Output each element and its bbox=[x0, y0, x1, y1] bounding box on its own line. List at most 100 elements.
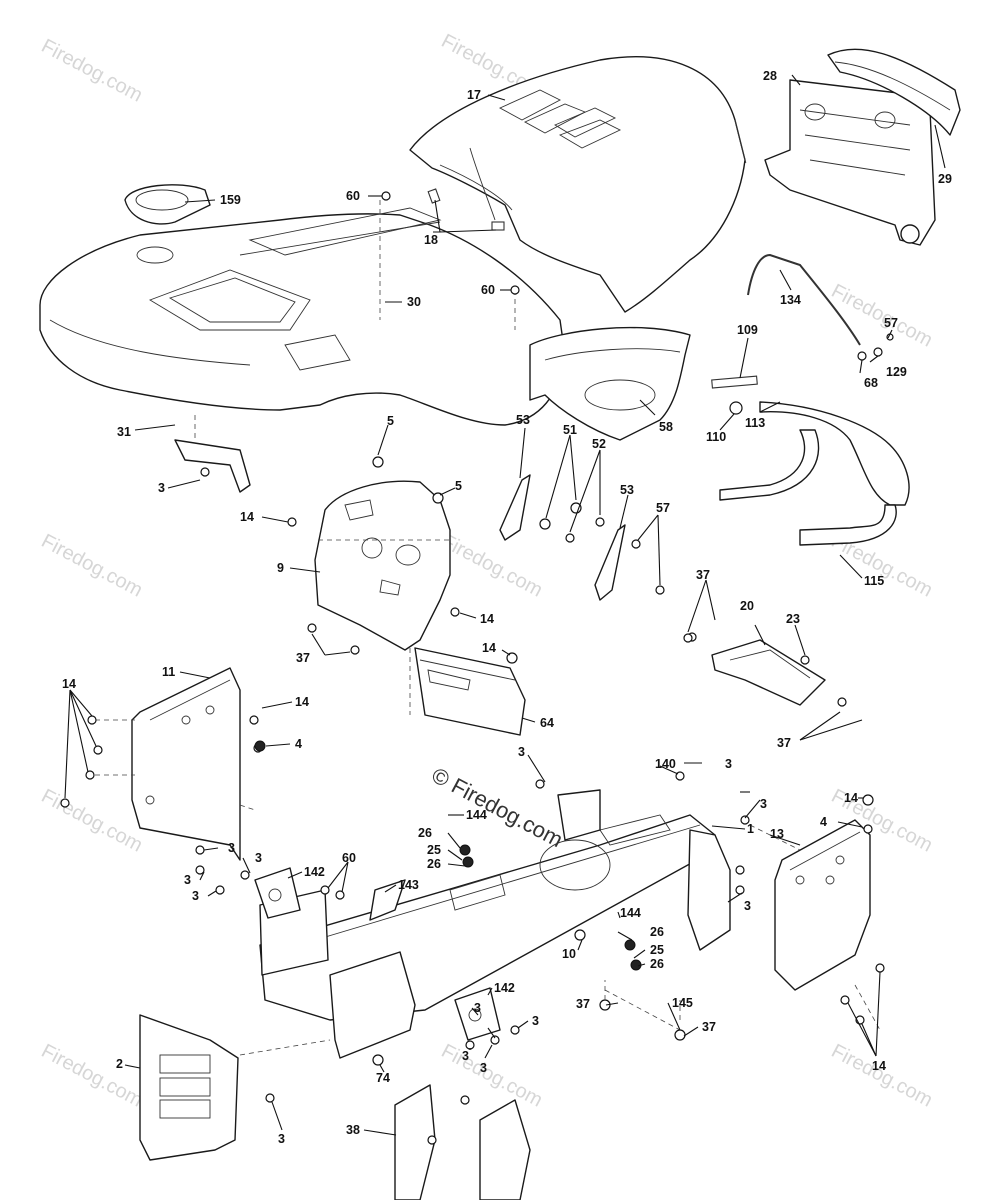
callout-label: 64 bbox=[540, 716, 554, 730]
leader-lines bbox=[64, 74, 946, 1136]
callout-label: 26 bbox=[650, 957, 664, 971]
part-bracket-143 bbox=[369, 879, 406, 921]
callout-label: 3 bbox=[278, 1132, 285, 1146]
callout-label: 10 bbox=[562, 947, 576, 961]
callout-label: 109 bbox=[737, 323, 758, 337]
callout-label: 30 bbox=[407, 295, 421, 309]
watermark-text: Firedog.com bbox=[438, 530, 546, 602]
callout-label: 3 bbox=[184, 873, 191, 887]
callout-label: 74 bbox=[376, 1071, 390, 1085]
part-bumper bbox=[827, 48, 961, 136]
callout-label: 38 bbox=[346, 1123, 360, 1137]
watermark-text: Firedog.com bbox=[38, 785, 146, 857]
callout-label: 3 bbox=[228, 841, 235, 855]
callout-label: 18 bbox=[424, 233, 438, 247]
callout-label: 60 bbox=[481, 283, 495, 297]
callout-label: 37 bbox=[777, 736, 791, 750]
callout-label: 23 bbox=[786, 612, 800, 626]
callout-label: 13 bbox=[770, 827, 784, 841]
callout-label: 3 bbox=[474, 1001, 481, 1015]
callout-label: 14 bbox=[844, 791, 858, 805]
callout-label: 52 bbox=[592, 437, 606, 451]
callout-label: 57 bbox=[884, 316, 898, 330]
watermark-text: Firedog.com bbox=[828, 280, 936, 352]
part-side-panel-13 bbox=[774, 794, 881, 1031]
callout-label: 129 bbox=[886, 365, 907, 379]
callout-label: 145 bbox=[672, 996, 693, 1010]
callout-label: 134 bbox=[780, 293, 801, 307]
callout-label: 5 bbox=[455, 479, 462, 493]
callout-label: 14 bbox=[872, 1059, 886, 1073]
callout-label: 3 bbox=[532, 1014, 539, 1028]
part-grille bbox=[764, 79, 936, 246]
part-handle-bar bbox=[711, 375, 910, 546]
callout-label: 4 bbox=[820, 815, 827, 829]
callout-label: 3 bbox=[480, 1061, 487, 1075]
callout-label: 3 bbox=[255, 851, 262, 865]
callout-label: 26 bbox=[650, 925, 664, 939]
callout-label: 115 bbox=[864, 574, 884, 588]
part-hood bbox=[409, 56, 747, 313]
callout-label: 110 bbox=[706, 430, 726, 444]
callout-label: 60 bbox=[342, 851, 356, 865]
callout-label: 3 bbox=[744, 899, 751, 913]
callout-label: 26 bbox=[427, 857, 441, 871]
callout-label: 60 bbox=[346, 189, 360, 203]
callout-label: 159 bbox=[220, 193, 241, 207]
callout-label: 5 bbox=[387, 414, 394, 428]
callout-label: 51 bbox=[563, 423, 577, 437]
callout-label: 142 bbox=[494, 981, 515, 995]
callout-label: 37 bbox=[696, 568, 710, 582]
callout-label: 68 bbox=[864, 376, 878, 390]
callout-label: 25 bbox=[427, 843, 441, 857]
part-support-64 bbox=[409, 647, 526, 736]
callout-label: 31 bbox=[117, 425, 131, 439]
callout-label: 58 bbox=[659, 420, 673, 434]
callout-label: 142 bbox=[304, 865, 325, 879]
watermark-text: Firedog.com bbox=[38, 530, 146, 602]
part-fender-deck bbox=[39, 200, 566, 426]
part-dash-panel bbox=[314, 456, 451, 651]
callout-label: 3 bbox=[518, 745, 525, 759]
callout-label: 1 bbox=[747, 822, 754, 836]
callout-label: 143 bbox=[398, 878, 419, 892]
callout-label: 25 bbox=[650, 943, 664, 957]
callout-label: 57 bbox=[656, 501, 670, 515]
callout-label: 37 bbox=[576, 997, 590, 1011]
callout-label: 3 bbox=[462, 1049, 469, 1063]
part-cupholder bbox=[124, 184, 211, 225]
callout-label: 37 bbox=[702, 1020, 716, 1034]
callout-label: 3 bbox=[158, 481, 165, 495]
callout-label: 28 bbox=[763, 69, 777, 83]
part-bracket-38 bbox=[394, 1084, 531, 1200]
part-frame bbox=[259, 789, 731, 1059]
watermark-text: Firedog.com bbox=[38, 1040, 146, 1112]
part-rod bbox=[747, 253, 894, 361]
callout-label: 3 bbox=[725, 757, 732, 771]
callout-label: 14 bbox=[482, 641, 496, 655]
callout-label: 14 bbox=[240, 510, 254, 524]
part-plate-20 bbox=[687, 632, 847, 707]
callout-label: 14 bbox=[480, 612, 494, 626]
callout-label: 9 bbox=[277, 561, 284, 575]
callout-label: 4 bbox=[295, 737, 302, 751]
callout-label: 37 bbox=[296, 651, 310, 665]
callout-label: 53 bbox=[620, 483, 634, 497]
part-brackets-53 bbox=[499, 474, 665, 601]
callout-label: 11 bbox=[162, 665, 175, 679]
callout-label: 2 bbox=[116, 1057, 123, 1071]
part-plate-2 bbox=[139, 1014, 331, 1161]
callout-label: 3 bbox=[760, 797, 767, 811]
center-watermark: © Firedog.com bbox=[428, 762, 567, 852]
watermark-text: Firedog.com bbox=[438, 1040, 546, 1112]
callout-label: 26 bbox=[418, 826, 432, 840]
callout-label: 14 bbox=[295, 695, 309, 709]
watermark-text: Firedog.com bbox=[38, 35, 146, 107]
callout-label: 20 bbox=[740, 599, 754, 613]
part-bracket-31 bbox=[174, 415, 251, 493]
callout-label: 3 bbox=[192, 889, 199, 903]
part-shield bbox=[529, 326, 691, 441]
callout-label: 53 bbox=[516, 413, 530, 427]
